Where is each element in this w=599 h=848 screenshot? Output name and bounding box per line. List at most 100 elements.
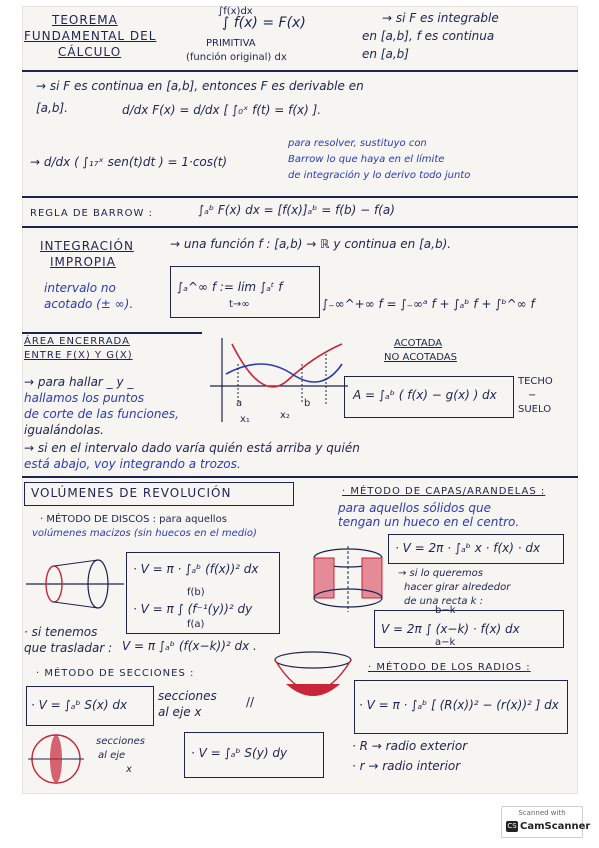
bowl-icon <box>274 651 352 696</box>
camscanner-logo-icon: CS <box>506 821 518 832</box>
capas-title: · MÉTODO DE CAPAS/ARANDELAS : <box>342 486 546 497</box>
ftc-formula: ∫ f(x) = F(x) <box>222 15 306 31</box>
secc-y-1: secciones <box>96 736 145 747</box>
divider <box>22 70 578 72</box>
discos-f2: · V = π ∫ (f⁻¹(y))² dy <box>133 602 253 616</box>
trasladar-formula: V = π ∫ₐᵇ (f(x−k))² dx . <box>122 639 257 653</box>
R-def: · R → radio exterior <box>352 739 468 753</box>
secciones-f2: · V = ∫ₐᵇ S(y) dy <box>191 746 288 760</box>
divider <box>22 196 578 198</box>
discos-f1: · V = π · ∫ₐᵇ (f(x))² dx <box>133 562 259 576</box>
techo-label: TECHO <box>518 376 553 387</box>
area-text-3: de corte de las funciones, <box>24 407 179 421</box>
discos-f2-bot: f(a) <box>187 619 205 630</box>
ftc-top: ∫f(x)dx <box>218 6 253 17</box>
radios-box: · V = π · ∫ₐᵇ [ (R(x))² − (r(x))² ] dx <box>354 680 568 734</box>
capas-text-1: para aquellos sólidos que <box>338 501 491 515</box>
capas-text-2: tengan un hueco en el centro. <box>338 515 520 529</box>
trozos-1: → si en el intervalo dado varía quién es… <box>24 441 360 455</box>
acotada-label: ACOTADA <box>394 338 443 349</box>
scanned-with-label: Scanned with <box>518 809 566 817</box>
capas-k-box: V = 2π ∫ (x−k) · f(x) dx b−k a−k <box>374 605 564 648</box>
area-title-1: ÁREA ENCERRADA <box>24 336 130 347</box>
funcion-original-label: (función original) dx <box>186 52 287 63</box>
axis-x2: x₂ <box>280 410 290 421</box>
barrow-note-3: de integración y lo derivo todo junto <box>288 170 471 181</box>
capas-note-3: de una recta k : <box>404 596 483 607</box>
slash-mark: // <box>246 695 255 709</box>
area-text-4: igualándolas. <box>24 423 104 437</box>
cond-2: en [a,b], f es continua <box>362 29 495 43</box>
secciones-y-box: · V = ∫ₐᵇ S(y) dy <box>184 732 324 778</box>
regla-formula: ∫ₐᵇ F(x) dx = [f(x)]ₐᵇ = f(b) − f(a) <box>198 203 395 217</box>
deriv-line-2: [a,b]. <box>36 101 68 115</box>
divider <box>22 476 578 478</box>
suelo-label: SUELO <box>518 404 552 415</box>
notes-page: TEOREMA FUNDAMENTAL DEL CÁLCULO ∫f(x)dx … <box>22 6 578 794</box>
area-graph <box>210 338 348 422</box>
capas-k-top: b−k <box>435 605 456 616</box>
capas-note-1: → si lo queremos <box>398 568 483 579</box>
curve-g <box>225 363 343 383</box>
title-line-1: TEOREMA <box>52 13 118 27</box>
regla-label: REGLA DE BARROW : <box>30 208 153 219</box>
si-tenemos-1: · si tenemos <box>24 625 98 639</box>
volumenes-box: VOLÚMENES DE REVOLUCIÓN <box>24 482 294 506</box>
curve-f <box>231 343 343 388</box>
axis-b: b <box>304 398 311 409</box>
disc-solid-icon <box>26 559 124 609</box>
discos-text: volúmenes macizos (sin huecos en el medi… <box>32 528 257 539</box>
techo-suelo-dash: − <box>528 390 537 401</box>
area-formula: A = ∫ₐᵇ ( f(x) − g(x) ) dx <box>353 388 497 402</box>
barrow-note-2: Barrow lo que haya en el límite <box>288 154 445 165</box>
barrow-example: → d/dx ( ∫₁₇ˣ sen(t)dt ) = 1·cos(t) <box>30 155 228 169</box>
cond-1: → si F es integrable <box>382 11 499 25</box>
intervalo-1: intervalo no <box>44 281 116 295</box>
impropia-def: → una función f : [a,b) → ℝ y continua e… <box>170 237 452 251</box>
area-text-1: → para hallar _ y _ <box>24 375 134 389</box>
sphere-section-icon <box>28 734 84 784</box>
divider <box>22 332 202 334</box>
secciones-title: · MÉTODO DE SECCIONES : <box>36 668 195 679</box>
area-title-2: ENTRE F(X) Y G(X) <box>24 350 133 361</box>
arandela-solid-icon <box>313 546 383 612</box>
discos-f2-top: f(b) <box>187 587 205 598</box>
volumenes-title: VOLÚMENES DE REVOLUCIÓN <box>31 486 232 500</box>
impropia-title-2: IMPROPIA <box>50 255 116 269</box>
capas-k-bot: a−k <box>435 637 456 648</box>
deriv-line-1: → si F es continua en [a,b], entonces F … <box>36 79 364 93</box>
deriv-formula: d/dx F(x) = d/dx [ ∫₀ˣ f(t) = f(x) ]. <box>122 103 322 117</box>
limite-sub: t→∞ <box>229 299 250 310</box>
title-line-3: CÁLCULO <box>58 45 122 59</box>
secc-y-2: al eje <box>98 750 126 761</box>
capas-formula-box: · V = 2π · ∫ₐᵇ x · f(x) · dx <box>388 534 564 564</box>
primitiva-label: PRIMITIVA <box>206 38 256 49</box>
camscanner-badge: Scanned with CS CamScanner <box>501 806 590 838</box>
secciones-n2: al eje x <box>158 705 202 719</box>
split-formula: ∫₋∞^+∞ f = ∫₋∞ᵃ f + ∫ₐᵇ f + ∫ᵇ^∞ f <box>322 297 535 311</box>
discos-formula-box: · V = π · ∫ₐᵇ (f(x))² dx · V = π ∫ (f⁻¹(… <box>126 552 280 634</box>
radios-formula: · V = π · ∫ₐᵇ [ (R(x))² − (r(x))² ] dx <box>359 698 559 712</box>
capas-note-2: hacer girar alrededor <box>404 582 511 593</box>
r-def: · r → radio interior <box>352 759 461 773</box>
secciones-f1: · V = ∫ₐᵇ S(x) dx <box>31 698 128 712</box>
secciones-box: · V = ∫ₐᵇ S(x) dx <box>26 686 154 726</box>
title-line-2: FUNDAMENTAL DEL <box>24 29 157 43</box>
area-formula-box: A = ∫ₐᵇ ( f(x) − g(x) ) dx <box>344 376 514 418</box>
barrow-note-1: para resolver, sustituyo con <box>288 138 427 149</box>
capas-formula: · V = 2π · ∫ₐᵇ x · f(x) · dx <box>395 541 541 555</box>
limite-formula: ∫ₐ^∞ f := lim ∫ₐᵗ f <box>177 280 283 294</box>
secciones-n1: secciones <box>158 689 217 703</box>
divider <box>22 226 578 228</box>
axis-x1: x₁ <box>240 414 250 425</box>
limit-box: ∫ₐ^∞ f := lim ∫ₐᵗ f t→∞ <box>170 266 320 318</box>
axis-a: a <box>236 398 243 409</box>
no-acotadas-label: NO ACOTADAS <box>384 352 457 363</box>
discos-title: · MÉTODO DE DISCOS : para aquellos <box>40 514 227 525</box>
impropia-title-1: INTEGRACIÓN <box>40 239 134 253</box>
trozos-2: está abajo, voy integrando a trozos. <box>24 457 241 471</box>
secc-y-3: x <box>126 764 132 775</box>
capas-k-formula: V = 2π ∫ (x−k) · f(x) dx <box>381 622 520 636</box>
cond-3: en [a,b] <box>362 47 409 61</box>
camscanner-brand: CamScanner <box>520 821 591 832</box>
